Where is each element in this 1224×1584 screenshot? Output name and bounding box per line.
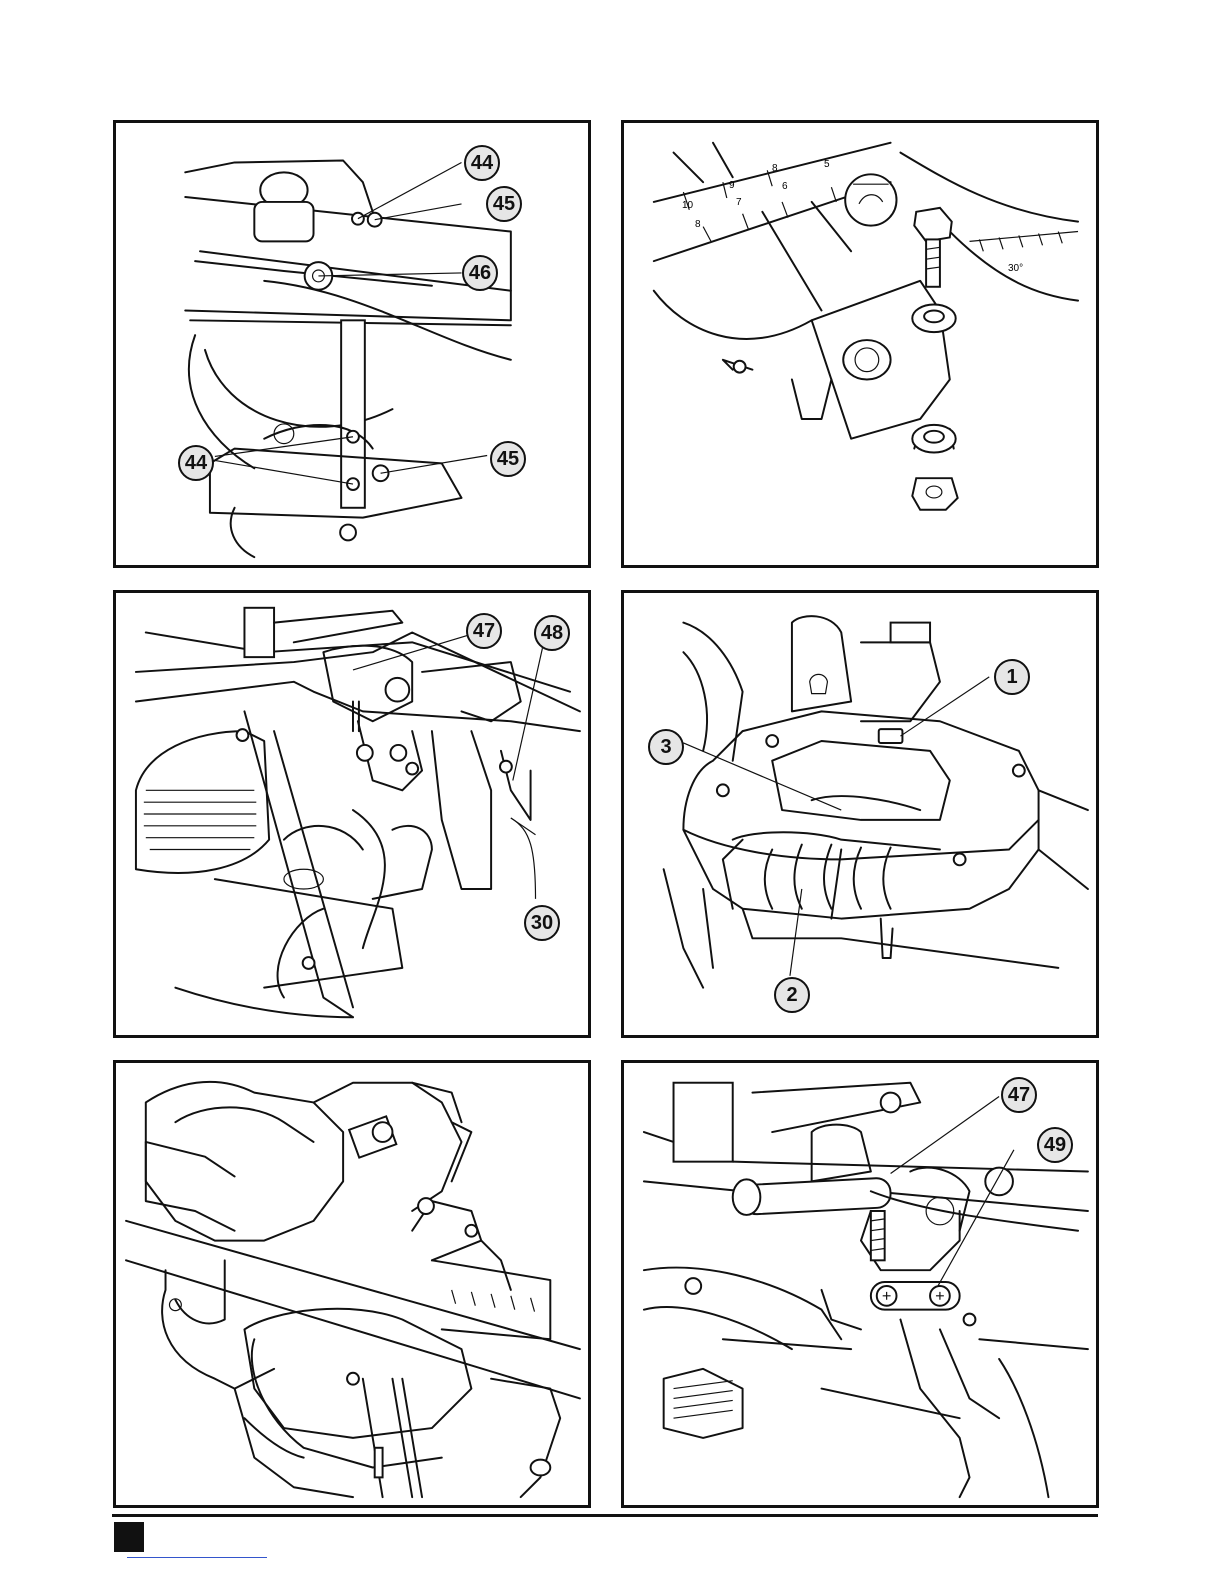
scale-number-5: 7: [736, 197, 742, 208]
figure-6-panel: 47 49: [621, 1060, 1099, 1508]
callout-30: 30: [524, 905, 560, 941]
scale-number-1: 10: [682, 200, 693, 211]
figure-1-drawing: [116, 123, 588, 565]
figure-3-panel: 47 48 30: [113, 590, 591, 1038]
scale-number-6: 6: [782, 181, 788, 192]
figure-5-drawing: [116, 1063, 588, 1505]
figure-1-panel: 44 45 46 44 45: [113, 120, 591, 568]
page-marker-block: [114, 1522, 144, 1552]
footer-rule: [112, 1514, 1098, 1517]
figure-3-drawing: [116, 593, 588, 1035]
scale-number-4: 8: [695, 219, 701, 230]
figure-2-drawing: [624, 123, 1096, 565]
scale-number-7: 5: [824, 159, 830, 170]
callout-47: 47: [466, 613, 502, 649]
figure-4-drawing: [624, 593, 1096, 1035]
figure-6-drawing: [624, 1063, 1096, 1505]
callout-2: 2: [774, 977, 810, 1013]
callout-46: 46: [462, 255, 498, 291]
callout-45-top: 45: [486, 186, 522, 222]
callout-49: 49: [1037, 1127, 1073, 1163]
callout-1: 1: [994, 659, 1030, 695]
angle-marking: 30°: [1008, 263, 1023, 274]
callout-48: 48: [534, 615, 570, 651]
footer-link-underline[interactable]: [127, 1557, 267, 1558]
figure-5-panel: [113, 1060, 591, 1508]
callout-3: 3: [648, 729, 684, 765]
callout-47-fig6: 47: [1001, 1077, 1037, 1113]
callout-44-top: 44: [464, 145, 500, 181]
figure-2-panel: 10 9 8 8 7 6 5 30°: [621, 120, 1099, 568]
callout-45-bottom: 45: [490, 441, 526, 477]
scale-number-3: 8: [772, 163, 778, 174]
callout-44-bottom: 44: [178, 445, 214, 481]
scale-number-2: 9: [729, 180, 735, 191]
figure-4-panel: 1 3 2: [621, 590, 1099, 1038]
